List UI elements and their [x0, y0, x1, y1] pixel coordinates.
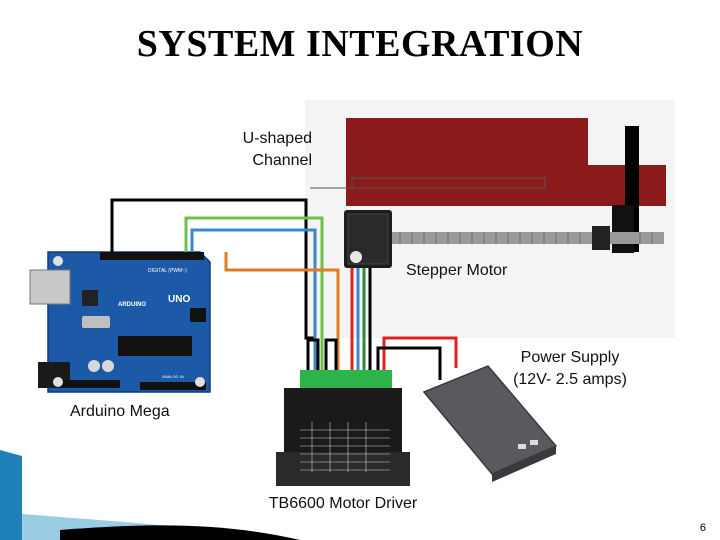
signal-wires [110, 198, 340, 372]
board-arduino-text: ARDUINO [118, 302, 146, 308]
board-uno-text: UNO [168, 294, 190, 305]
slide-title: SYSTEM INTEGRATION [136, 23, 584, 65]
u-shaped-channel [310, 118, 666, 253]
channel-label-line2: Channel [252, 152, 312, 169]
power-supply [422, 365, 558, 482]
lead-screw [392, 226, 664, 250]
arduino-label: Arduino Mega [70, 403, 170, 420]
channel-label-line1: U-shaped [242, 130, 312, 147]
stepper-motor [344, 210, 392, 268]
power-supply-label-line1: Power Supply [520, 349, 620, 366]
arduino-board: UNO ARDUINO DIGITAL (PWM~) ANALOG IN [29, 251, 211, 393]
tb6600-driver [276, 388, 410, 486]
power-supply-label: Power Supply (12V- 2.5 amps) [500, 347, 640, 391]
power-wires [376, 336, 458, 380]
stepper-motor-label: Stepper Motor [406, 262, 508, 279]
driver-label: TB6600 Motor Driver [268, 495, 418, 512]
terminal-block [300, 370, 392, 390]
board-analog-text: ANALOG IN [162, 374, 184, 379]
slide-decoration [0, 450, 300, 540]
board-digital-text: DIGITAL (PWM~) [148, 268, 187, 274]
page-number: 6 [699, 522, 706, 534]
channel-label: U-shaped Channel [200, 128, 312, 172]
power-supply-label-line2: (12V- 2.5 amps) [513, 371, 627, 388]
motor-wires [350, 268, 372, 372]
